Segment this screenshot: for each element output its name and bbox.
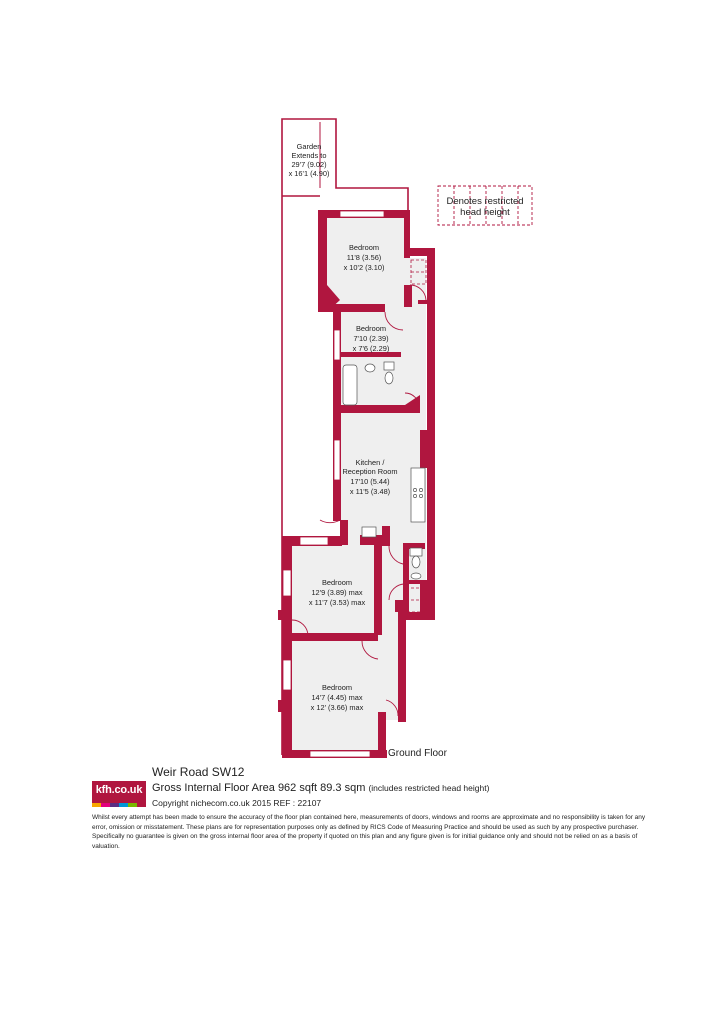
restricted-legend: Denotes restricted head height bbox=[437, 185, 533, 226]
svg-text:Kitchen /: Kitchen / bbox=[356, 458, 386, 467]
kitchen-counter bbox=[410, 467, 426, 523]
svg-text:x 11'7 (3.53) max: x 11'7 (3.53) max bbox=[309, 598, 366, 607]
svg-text:29'7 (9.02): 29'7 (9.02) bbox=[291, 160, 326, 169]
svg-text:Bedroom: Bedroom bbox=[322, 578, 352, 587]
svg-text:x 10'2 (3.10): x 10'2 (3.10) bbox=[344, 263, 385, 272]
svg-text:Bedroom: Bedroom bbox=[349, 243, 379, 252]
sink bbox=[361, 526, 377, 538]
wc-cistern bbox=[409, 547, 423, 557]
wc bbox=[411, 555, 421, 569]
door-swings bbox=[291, 284, 427, 717]
wc-basin bbox=[410, 572, 422, 580]
room-label-kitchen: Kitchen / Reception Room 17'10 (5.44) x … bbox=[342, 458, 397, 496]
room-label-bedroom-3: Bedroom 12'9 (3.89) max x 11'7 (3.53) ma… bbox=[309, 578, 366, 607]
legend-line-2: head height bbox=[460, 207, 510, 218]
logo-bar bbox=[119, 803, 128, 807]
property-address: Weir Road SW12 bbox=[152, 765, 245, 779]
room-label-bedroom-2: Bedroom 7'10 (2.39) x 7'6 (2.29) bbox=[353, 324, 390, 353]
room-label-garden: Garden Extends to 29'7 (9.02) x 16'1 (4.… bbox=[289, 142, 330, 178]
flat-interior bbox=[292, 218, 426, 750]
svg-text:x 7'6 (2.29): x 7'6 (2.29) bbox=[353, 344, 390, 353]
toilet bbox=[384, 371, 394, 385]
logo-bar bbox=[137, 803, 146, 807]
legend-line-1: Denotes restricted bbox=[446, 196, 523, 207]
copyright: Copyright nichecom.co.uk 2015 REF : 2210… bbox=[152, 798, 322, 808]
basin bbox=[364, 363, 376, 373]
svg-text:Reception Room: Reception Room bbox=[342, 467, 397, 476]
floor-area-note: (includes restricted head height) bbox=[368, 783, 490, 793]
garden-outline bbox=[281, 118, 409, 755]
toilet-cistern bbox=[383, 361, 395, 371]
svg-text:x 12' (3.66) max: x 12' (3.66) max bbox=[311, 703, 364, 712]
svg-text:Bedroom: Bedroom bbox=[322, 683, 352, 692]
svg-text:14'7 (4.45) max: 14'7 (4.45) max bbox=[311, 693, 362, 702]
logo-bar bbox=[101, 803, 110, 807]
floor-label: Ground Floor bbox=[388, 748, 448, 759]
logo-color-bars bbox=[92, 803, 146, 807]
bath bbox=[342, 364, 358, 406]
svg-text:Extends to: Extends to bbox=[292, 151, 327, 160]
svg-text:12'9 (3.89) max: 12'9 (3.89) max bbox=[311, 588, 362, 597]
svg-text:x 16'1 (4.90): x 16'1 (4.90) bbox=[289, 169, 330, 178]
logo-bar bbox=[92, 803, 101, 807]
logo-bar bbox=[110, 803, 119, 807]
windows bbox=[282, 210, 385, 758]
svg-text:x 11'5 (3.48): x 11'5 (3.48) bbox=[350, 487, 390, 496]
svg-text:11'8 (3.56): 11'8 (3.56) bbox=[347, 253, 382, 262]
svg-text:7'10 (2.39): 7'10 (2.39) bbox=[353, 334, 388, 343]
svg-text:Bedroom: Bedroom bbox=[356, 324, 386, 333]
svg-text:Garden: Garden bbox=[297, 142, 322, 151]
logo-text: kfh.co.uk bbox=[95, 784, 143, 796]
disclaimer: Whilst every attempt has been made to en… bbox=[92, 814, 646, 850]
restricted-areas bbox=[405, 259, 427, 613]
svg-text:17'10 (5.44): 17'10 (5.44) bbox=[350, 477, 389, 486]
fixtures bbox=[342, 361, 426, 580]
floor-area: Gross Internal Floor Area 962 sqft 89.3 … bbox=[152, 782, 489, 794]
kfh-logo: kfh.co.uk bbox=[92, 781, 146, 807]
floor-area-value: Gross Internal Floor Area 962 sqft 89.3 … bbox=[152, 782, 366, 794]
logo-bar bbox=[128, 803, 137, 807]
room-label-bedroom-1: Bedroom 11'8 (3.56) x 10'2 (3.10) bbox=[344, 243, 385, 272]
room-label-bedroom-4: Bedroom 14'7 (4.45) max x 12' (3.66) max bbox=[311, 683, 364, 712]
